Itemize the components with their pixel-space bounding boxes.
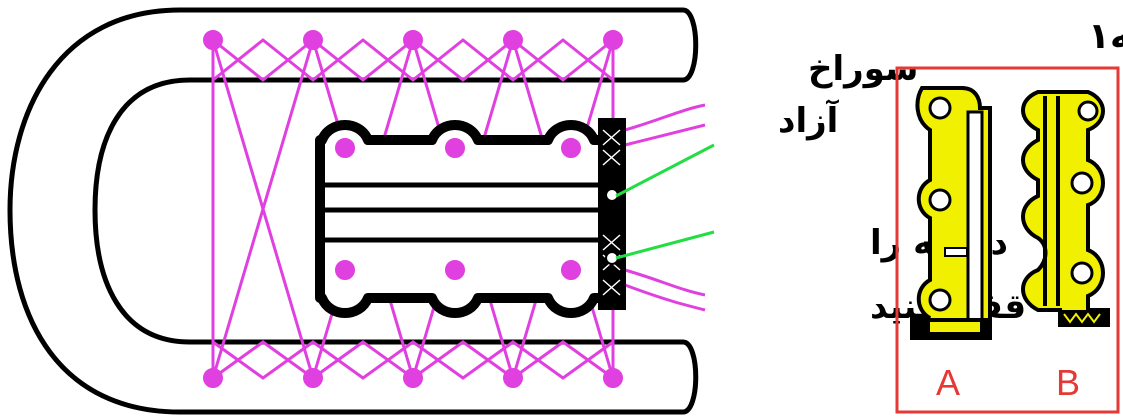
free-hole-label-line2: آزاد (778, 99, 840, 141)
lace-lock-buckle-icon (315, 118, 626, 318)
parts-panel-frame (895, 66, 1120, 414)
panel-a-letter: A (936, 362, 960, 403)
buckle-part-a-icon (910, 86, 992, 340)
eyelets-bottom (203, 368, 623, 388)
shoe-outline-icon (7, 7, 699, 415)
stage-heading: مرحله۱ (1088, 16, 1123, 57)
pointer-lines (615, 143, 715, 260)
eyelets-top (203, 30, 623, 50)
panel-b-letter: B (1056, 362, 1080, 403)
buckle-part-b-icon (1021, 90, 1110, 327)
